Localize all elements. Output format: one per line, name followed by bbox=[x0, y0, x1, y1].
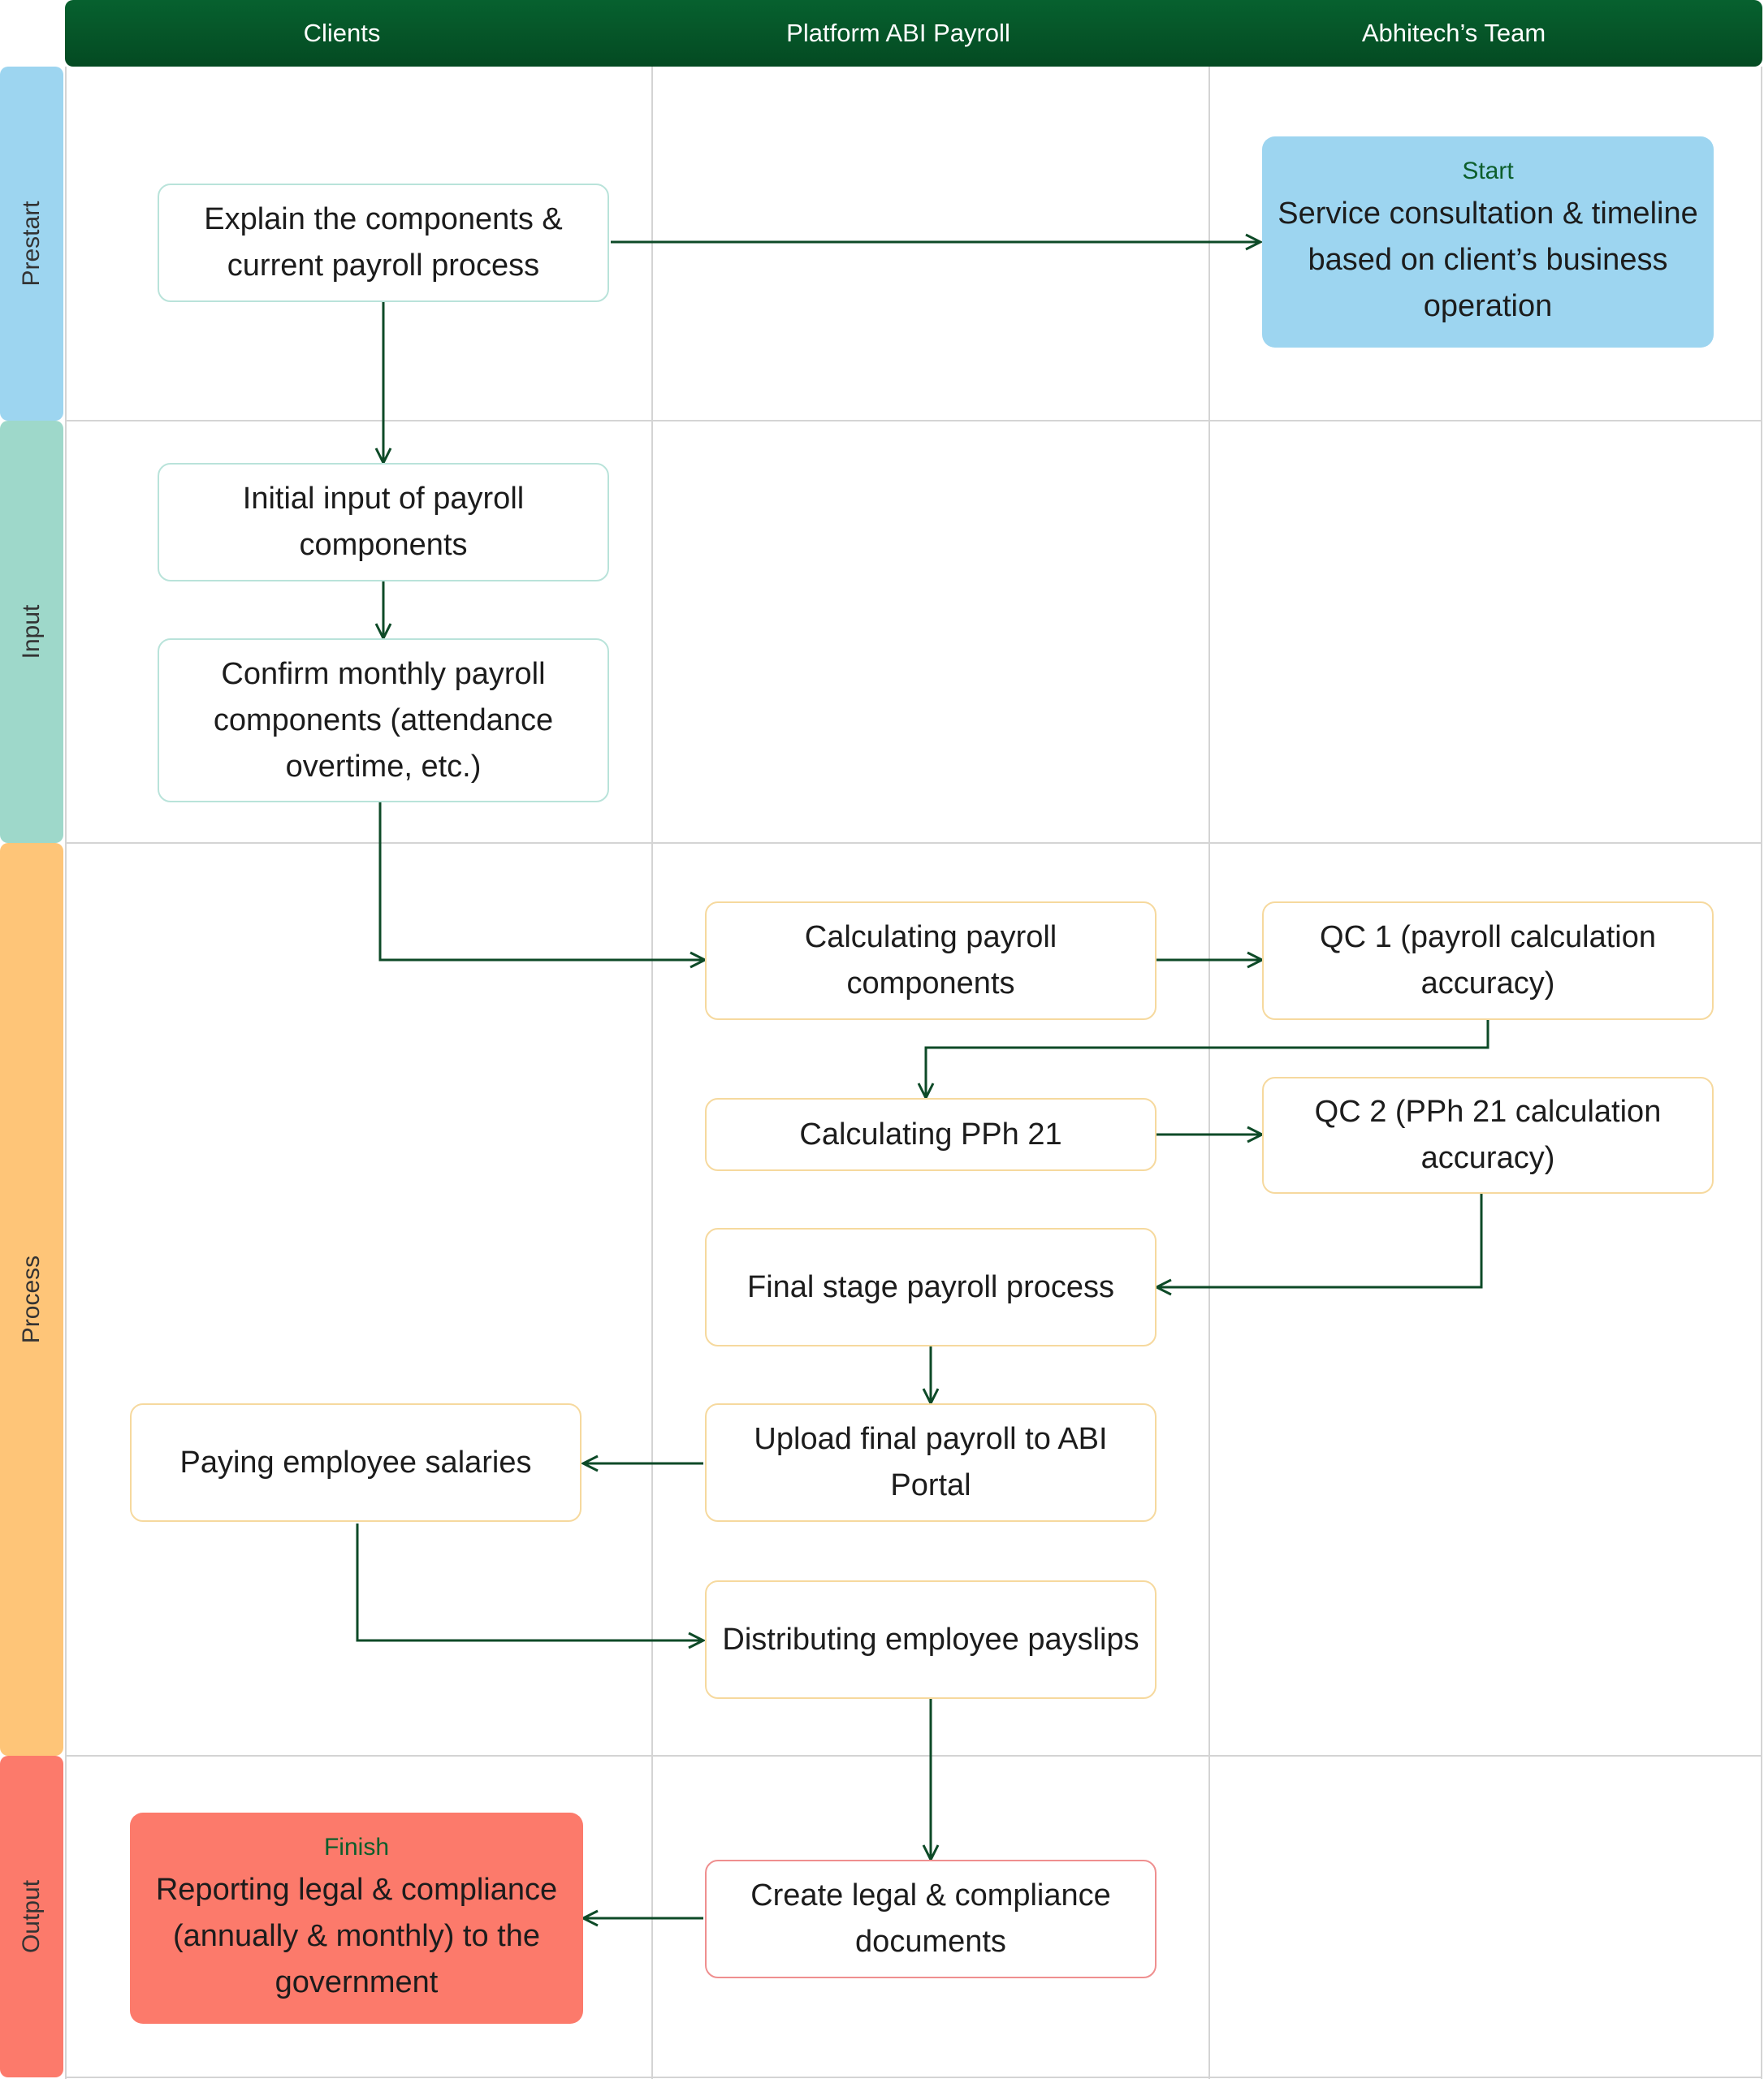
step-calculating-pph21: Calculating PPh 21 bbox=[705, 1098, 1157, 1171]
arrow-confirm-to-calculating bbox=[378, 802, 705, 960]
step-qc2: QC 2 (PPh 21 calculation accuracy) bbox=[1262, 1077, 1714, 1194]
start-tag: Start bbox=[1462, 157, 1514, 184]
grid-line-row-3 bbox=[65, 1755, 1762, 1757]
arrow-qc2-to-final-stage bbox=[1157, 1194, 1483, 1287]
step-confirm-monthly: Confirm monthly payroll components (atte… bbox=[158, 638, 609, 802]
arrow-qc1-to-pph21 bbox=[926, 1020, 1489, 1098]
grid-line-right bbox=[1761, 67, 1762, 2079]
phase-band-output: Output bbox=[0, 1756, 63, 2077]
grid-line-left bbox=[65, 67, 67, 2079]
step-explain-components: Explain the components & current payroll… bbox=[158, 184, 609, 302]
step-qc1: QC 1 (payroll calculation accuracy) bbox=[1262, 901, 1714, 1020]
grid-line-col-2 bbox=[1208, 67, 1210, 2079]
grid-line-col-1 bbox=[651, 67, 653, 2079]
column-title-platform: Platform ABI Payroll bbox=[786, 19, 1010, 47]
phase-band-prestart: Prestart bbox=[0, 67, 63, 421]
grid-line-row-2 bbox=[65, 842, 1762, 844]
step-paying-salaries: Paying employee salaries bbox=[130, 1403, 582, 1522]
arrow-paying-to-distributing bbox=[356, 1524, 703, 1640]
step-initial-input: Initial input of payroll components bbox=[158, 463, 609, 581]
column-header-bar bbox=[65, 0, 1762, 67]
grid-line-row-1 bbox=[65, 420, 1762, 421]
step-reporting-legal: Finish Reporting legal & compliance (ann… bbox=[130, 1813, 583, 2024]
step-reporting-legal-text: Reporting legal & compliance (annually &… bbox=[155, 1872, 558, 1999]
phase-band-input: Input bbox=[0, 421, 63, 843]
step-calculating-payroll: Calculating payroll components bbox=[705, 901, 1157, 1020]
phase-band-process: Process bbox=[0, 843, 63, 1756]
step-service-consultation: Start Service consultation & timeline ba… bbox=[1262, 136, 1714, 348]
column-title-team: Abhitech’s Team bbox=[1361, 19, 1546, 47]
step-final-stage: Final stage payroll process bbox=[705, 1228, 1157, 1346]
step-create-legal: Create legal & compliance documents bbox=[705, 1860, 1157, 1978]
grid-line-bottom bbox=[65, 2077, 1762, 2078]
step-service-consultation-text: Service consultation & timeline based on… bbox=[1278, 196, 1698, 323]
step-upload-final: Upload final payroll to ABI Portal bbox=[705, 1403, 1157, 1522]
finish-tag: Finish bbox=[323, 1833, 390, 1861]
column-title-clients: Clients bbox=[303, 19, 381, 47]
step-distributing-payslips: Distributing employee payslips bbox=[705, 1580, 1157, 1699]
